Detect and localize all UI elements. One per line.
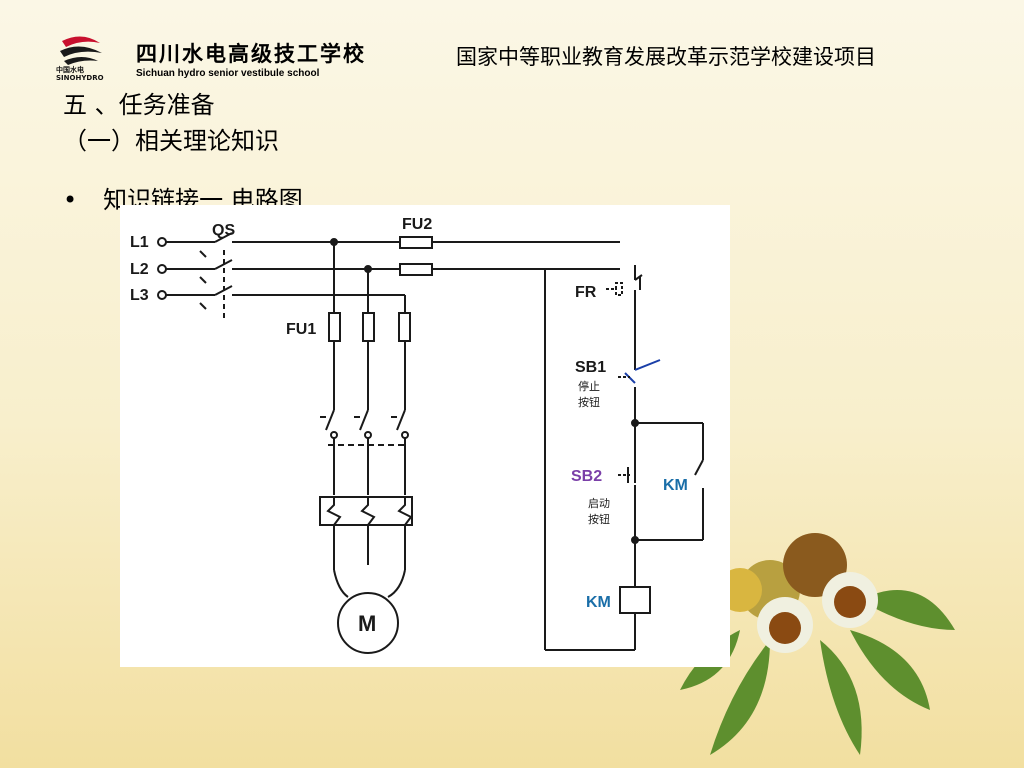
school-name-cn: 四川水电高级技工学校 — [136, 42, 366, 66]
label-sb1: SB1 — [575, 359, 606, 376]
label-fu2: FU2 — [402, 216, 432, 233]
fr-thermal-relay — [319, 496, 413, 570]
circuit-diagram: L1 L2 L3 QS FU1 FU2 FR SB1 SB2 KM KM M 停… — [120, 205, 730, 667]
label-l1: L1 — [130, 234, 149, 251]
label-qs: QS — [212, 222, 235, 239]
logo-text: 中国水电 SINOHYDRO — [56, 66, 120, 82]
fu1-fuse-3 — [398, 312, 411, 342]
logo-en: SINOHYDRO — [56, 74, 104, 82]
km-coil — [619, 586, 651, 614]
label-sb2: SB2 — [571, 468, 602, 485]
km-main-contacts — [320, 409, 409, 495]
km-aux-contact — [694, 459, 704, 540]
logo-cn: 中国水电 — [56, 66, 84, 74]
subsection-heading: （一）相关理论知识 — [63, 127, 279, 155]
label-km-coil: KM — [586, 594, 611, 611]
fu1-fuse-2 — [362, 312, 375, 342]
fr-contact — [606, 274, 643, 345]
fu2-fuse-2 — [399, 263, 433, 276]
terminal-l2 — [157, 264, 167, 274]
label-fr: FR — [575, 284, 597, 301]
fu2-fuse-1 — [399, 236, 433, 249]
project-title: 国家中等职业教育发展改革示范学校建设项目 — [456, 45, 876, 69]
terminal-l1 — [157, 237, 167, 247]
fu1-fuse-1 — [328, 312, 341, 342]
sb2-start-button — [618, 423, 636, 540]
label-sb1-desc-1: 停止 — [578, 379, 600, 393]
section-heading: 五 、任务准备 — [63, 91, 215, 119]
bullet-mark: • — [63, 186, 78, 214]
sb1-stop-button — [618, 345, 661, 420]
terminal-l3 — [157, 290, 167, 300]
sinohydro-logo-icon — [60, 36, 102, 65]
label-sb2-desc-2: 按钮 — [588, 512, 610, 526]
motor-symbol — [337, 592, 399, 654]
school-name-en: Sichuan hydro senior vestibule school — [136, 68, 320, 79]
label-fu1: FU1 — [286, 321, 316, 338]
label-l2: L2 — [130, 261, 149, 278]
label-sb1-desc-2: 按钮 — [578, 395, 600, 409]
label-motor: M — [358, 611, 376, 636]
label-km-contact: KM — [663, 477, 688, 494]
header: 中国水电 SINOHYDRO 四川水电高级技工学校 Sichuan hydro … — [0, 0, 1024, 86]
label-sb2-desc-1: 启动 — [588, 497, 610, 510]
label-l3: L3 — [130, 287, 149, 304]
